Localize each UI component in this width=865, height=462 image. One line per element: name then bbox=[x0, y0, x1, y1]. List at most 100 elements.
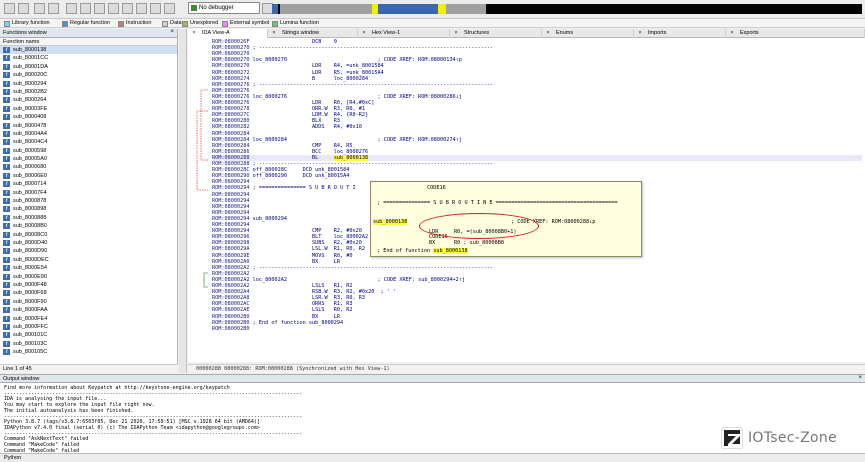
toolbar-icon-6[interactable] bbox=[136, 3, 147, 14]
disasm-line[interactable]: ROM:08000282 ADDS R4, #0x10 bbox=[212, 124, 362, 131]
tab-hex-view-1[interactable]: ×Hex View-1 bbox=[358, 29, 450, 38]
close-icon[interactable]: × bbox=[170, 29, 174, 35]
disasm-line[interactable]: ROM:08000276 bbox=[212, 87, 250, 94]
save-icon[interactable] bbox=[18, 3, 29, 14]
tab-enums[interactable]: ×Enums bbox=[542, 29, 634, 38]
disasm-line[interactable]: ROM:08000284 CMP R4, R5 bbox=[212, 142, 353, 149]
disasm-line[interactable]: ROM:08000294 bbox=[212, 197, 250, 204]
disasm-line[interactable]: ROM:08000284 loc_8000284 ; CODE XREF: RO… bbox=[212, 136, 462, 143]
disasm-line[interactable]: ROM:080002A2 ; -------------------------… bbox=[212, 264, 494, 271]
disasm-line[interactable]: ROM:08000270 loc_8000270 ; CODE XREF: RO… bbox=[212, 57, 462, 64]
disasm-line[interactable]: ROM:080002B0 BX LR bbox=[212, 313, 341, 320]
disasm-line[interactable]: ROM:08000296 BLT loc_80002A2 bbox=[212, 234, 369, 241]
disasm-line[interactable]: ROM:08000274 B loc_8000284 bbox=[212, 75, 369, 82]
tab-close-icon[interactable]: × bbox=[546, 30, 550, 36]
tab-close-icon[interactable]: × bbox=[638, 30, 642, 36]
highlighted-symbol[interactable]: sub_8000138 bbox=[333, 154, 369, 161]
open-file-icon[interactable] bbox=[4, 3, 15, 14]
tab-structures[interactable]: ×Structures bbox=[450, 29, 542, 38]
forward-arrow-icon[interactable] bbox=[48, 3, 59, 14]
tab-exports[interactable]: ×Exports bbox=[726, 29, 865, 38]
toolbar-icon-4[interactable] bbox=[108, 3, 119, 14]
function-name-column-header[interactable]: Function name bbox=[0, 38, 177, 46]
disasm-line[interactable]: ROM:080002B0 bbox=[212, 325, 250, 332]
disasm-line[interactable]: ROM:08000276 ; -------------------------… bbox=[212, 81, 494, 88]
disasm-line[interactable]: ROM:08000290 off_8000290 DCD unk_80015A4 bbox=[212, 173, 350, 180]
disasm-line[interactable]: ROM:08000294 bbox=[212, 203, 250, 210]
tab-close-icon[interactable]: × bbox=[272, 30, 276, 36]
toolbar-icon-1[interactable] bbox=[66, 3, 77, 14]
disasm-line[interactable]: ROM:0800028C off_800028C DCD unk_8001584 bbox=[212, 167, 350, 174]
navigation-band[interactable] bbox=[272, 4, 862, 14]
disasm-line[interactable]: ROM:08000294 bbox=[212, 209, 250, 216]
disasm-line[interactable]: ROM:080002A2 bbox=[212, 270, 250, 277]
tab-close-icon[interactable]: × bbox=[362, 30, 366, 36]
close-icon[interactable]: × bbox=[858, 375, 862, 381]
toolbar-icon-5[interactable] bbox=[122, 3, 133, 14]
panel-splitter[interactable] bbox=[179, 29, 187, 373]
disasm-line[interactable]: ROM:08000276 loc_8000276 ; CODE XREF: RO… bbox=[212, 93, 462, 100]
back-arrow-icon[interactable] bbox=[34, 3, 45, 14]
debugger-select[interactable]: No debugger bbox=[188, 2, 260, 14]
disasm-line[interactable]: ROM:0800029A LSL.W R1, R0, R2 bbox=[212, 246, 366, 253]
disasm-line[interactable]: ROM:080002AE LSLS R0, R2 bbox=[212, 307, 353, 314]
toolbar-icon-3[interactable] bbox=[94, 3, 105, 14]
disasm-line[interactable]: ROM:08000294 bbox=[212, 191, 250, 198]
disasm-line[interactable]: ROM:08000286 BCC loc_8000276 bbox=[212, 148, 369, 155]
disasm-line[interactable]: ROM:08000294 bbox=[212, 222, 250, 228]
disasm-line[interactable]: ROM:0800026F DCB 0 bbox=[212, 39, 337, 45]
disasm-line[interactable]: ROM:080002A0 BX LR bbox=[212, 258, 341, 265]
tab-imports[interactable]: ×Imports bbox=[634, 29, 726, 38]
disasm-line[interactable]: ROM:080002A4 RSB.W R3, R2, #0x20 ; ' ' bbox=[212, 289, 397, 296]
disasm-line[interactable]: ROM:08000294 bbox=[212, 179, 250, 186]
disasm-line[interactable]: ROM:08000280 BLX R3 bbox=[212, 118, 341, 125]
run-icon[interactable] bbox=[164, 3, 175, 14]
python-command-bar[interactable]: Python bbox=[0, 453, 865, 462]
disasm-line[interactable]: ROM:08000272 LDR R5, =unk_80015A4 bbox=[212, 69, 384, 76]
tab-close-icon[interactable]: × bbox=[730, 30, 734, 36]
disasm-line[interactable]: ROM:080002B0 ; End of function sub_80002… bbox=[212, 319, 344, 326]
toolbar-icon-7[interactable] bbox=[150, 3, 161, 14]
disasm-line[interactable]: ROM:08000278 ORR.W R3, R0, #1 bbox=[212, 106, 366, 113]
disasm-line[interactable]: ROM:08000270 ; -------------------------… bbox=[212, 45, 494, 52]
disasm-line[interactable]: ROM:08000298 SUBS R2, #0x20 bbox=[212, 240, 362, 247]
disasm-line[interactable]: ROM:08000276 LDR R0, [R4,#0xC] bbox=[212, 100, 375, 106]
tab-strings-window[interactable]: ×Strings window bbox=[268, 29, 358, 38]
disasm-line[interactable]: ROM:080002AC ORRS R1, R3 bbox=[212, 301, 353, 308]
disasm-line[interactable]: ROM:080002A8 LSR.W R3, R0, R3 bbox=[212, 295, 366, 302]
disasm-line[interactable]: ROM:080002A2 LSLS R1, R2 bbox=[212, 283, 353, 289]
tab-close-icon[interactable]: × bbox=[192, 30, 196, 36]
disasm-line[interactable]: ROM:080002A2 loc_80002A2 ; CODE XREF: su… bbox=[212, 276, 465, 283]
